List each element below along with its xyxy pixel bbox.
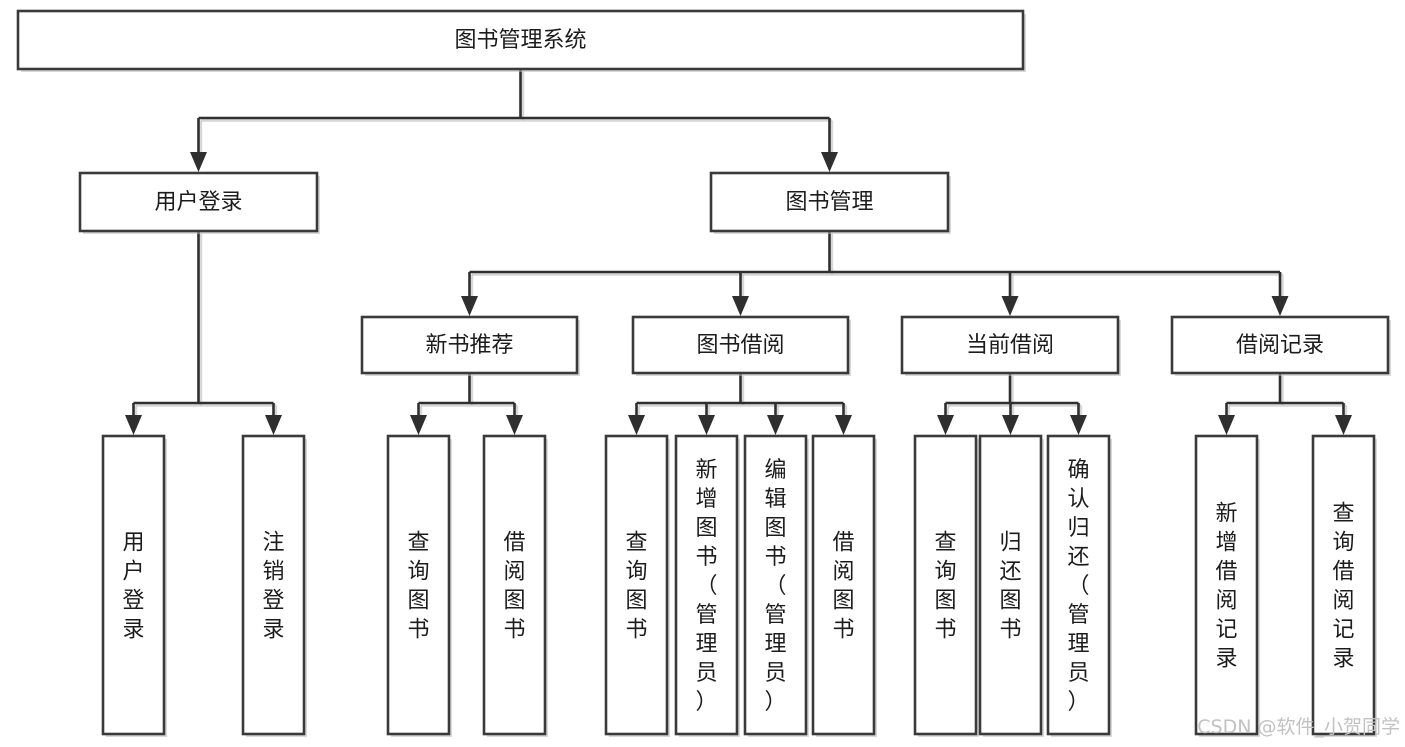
node-label: 新增图书（管理员）: [695, 458, 717, 715]
node-box[interactable]: [709, 171, 950, 233]
node-box[interactable]: [482, 434, 547, 736]
node-box[interactable]: [811, 434, 876, 736]
node-label: 查询图书: [934, 531, 956, 643]
node-label: 借阅记录: [1236, 333, 1324, 358]
connector-book-manage-to-book-borrow-arrowhead: [732, 296, 749, 316]
connector-book-borrow-to-borrow-book-2-arrowhead: [835, 415, 852, 435]
node-new-book-recommend[interactable]: 新书推荐: [360, 315, 580, 376]
node-layer: 图书管理系统用户登录图书管理新书推荐图书借阅当前借阅借阅记录用户登录注销登录查询…: [16, 9, 1391, 737]
node-query-book-1[interactable]: 查询图书: [386, 434, 452, 737]
connector-new-book-recommend-to-borrow-book-1-arrowhead: [506, 415, 523, 435]
node-box[interactable]: [1170, 315, 1390, 375]
node-box[interactable]: [78, 171, 319, 233]
connector-book-borrow-to-query-book-2-arrowhead: [628, 415, 645, 435]
node-confirm-return-admin[interactable]: 确认归还（管理员）: [1046, 434, 1112, 737]
node-book-borrow[interactable]: 图书借阅: [631, 315, 851, 376]
connector-book-borrow-to-edit-book-admin-arrowhead: [767, 415, 784, 435]
node-root[interactable]: 图书管理系统: [16, 9, 1026, 72]
node-user-login[interactable]: 用户登录: [78, 171, 320, 234]
connector-book-manage-to-borrow-record-arrowhead: [1271, 296, 1289, 316]
node-label: 借阅图书: [503, 531, 525, 643]
node-query-borrow-record[interactable]: 查询借阅记录: [1311, 434, 1377, 737]
connector-user-login-to-user-login-do-arrowhead: [125, 415, 142, 435]
connector-borrow-record-to-add-borrow-record-arrowhead: [1218, 415, 1235, 435]
node-label: 当前借阅: [966, 333, 1054, 358]
node-label: 归还图书: [999, 531, 1021, 643]
node-box[interactable]: [101, 434, 166, 736]
connector-layer: [125, 69, 1352, 435]
node-box[interactable]: [604, 434, 669, 736]
node-box[interactable]: [360, 315, 579, 375]
node-add-borrow-record[interactable]: 新增借阅记录: [1194, 434, 1260, 737]
node-label: 新书推荐: [425, 333, 513, 358]
node-current-borrow[interactable]: 当前借阅: [900, 315, 1121, 376]
node-query-book-3[interactable]: 查询图书: [913, 434, 979, 737]
node-box[interactable]: [978, 434, 1043, 736]
connector-current-borrow-to-query-book-3-arrowhead: [937, 415, 954, 435]
node-label: 查询图书: [625, 531, 647, 643]
node-book-manage[interactable]: 图书管理: [709, 171, 951, 234]
node-return-book[interactable]: 归还图书: [978, 434, 1044, 737]
node-label: 图书管理系统: [454, 28, 586, 53]
node-box[interactable]: [1311, 434, 1376, 736]
node-box[interactable]: [913, 434, 978, 736]
node-label: 图书管理: [785, 190, 873, 215]
node-box[interactable]: [386, 434, 451, 736]
node-borrow-book-1[interactable]: 借阅图书: [482, 434, 548, 737]
node-borrow-record[interactable]: 借阅记录: [1170, 315, 1391, 376]
node-label: 查询图书: [407, 531, 429, 643]
connector-current-borrow-to-return-book-arrowhead: [1002, 415, 1019, 435]
node-query-book-2[interactable]: 查询图书: [604, 434, 670, 737]
node-box[interactable]: [674, 434, 739, 736]
connector-book-borrow-to-add-book-admin-arrowhead: [698, 415, 715, 435]
node-label: 用户登录: [154, 190, 242, 215]
node-label: 注销登录: [262, 531, 284, 643]
connector-current-borrow-to-confirm-return-admin-arrowhead: [1070, 415, 1087, 435]
node-box[interactable]: [1046, 434, 1111, 736]
node-label: 新增借阅记录: [1215, 502, 1237, 672]
connector-borrow-record-to-query-borrow-record-arrowhead: [1335, 415, 1352, 435]
connector-new-book-recommend-to-query-book-1-arrowhead: [410, 415, 427, 435]
node-box[interactable]: [16, 9, 1025, 71]
node-user-login-do[interactable]: 用户登录: [101, 434, 167, 737]
node-user-logout[interactable]: 注销登录: [241, 434, 307, 737]
connector-book-manage-to-new-book-recommend-arrowhead: [461, 296, 478, 316]
node-box[interactable]: [631, 315, 850, 375]
node-label: 图书借阅: [696, 333, 784, 358]
node-box[interactable]: [900, 315, 1120, 375]
node-box[interactable]: [1194, 434, 1259, 736]
node-add-book-admin[interactable]: 新增图书（管理员）: [674, 434, 740, 737]
connector-book-manage-to-current-borrow-arrowhead: [1001, 296, 1019, 316]
node-label: 用户登录: [122, 531, 144, 643]
node-label: 确认归还（管理员）: [1067, 458, 1089, 715]
csdn-watermark: CSDN @软件_小贺同学: [1197, 716, 1400, 738]
node-label: 编辑图书（管理员）: [764, 458, 786, 715]
node-label: 借阅图书: [832, 531, 854, 643]
connector-user-login-to-user-logout-arrowhead: [265, 415, 282, 435]
connector-root-to-book-manage-arrowhead: [821, 152, 838, 172]
node-label: 查询借阅记录: [1332, 502, 1354, 672]
node-box[interactable]: [241, 434, 306, 736]
node-edit-book-admin[interactable]: 编辑图书（管理员）: [743, 434, 809, 737]
node-box[interactable]: [743, 434, 808, 736]
node-borrow-book-2[interactable]: 借阅图书: [811, 434, 877, 737]
connector-root-to-user-login-arrowhead: [190, 152, 207, 172]
